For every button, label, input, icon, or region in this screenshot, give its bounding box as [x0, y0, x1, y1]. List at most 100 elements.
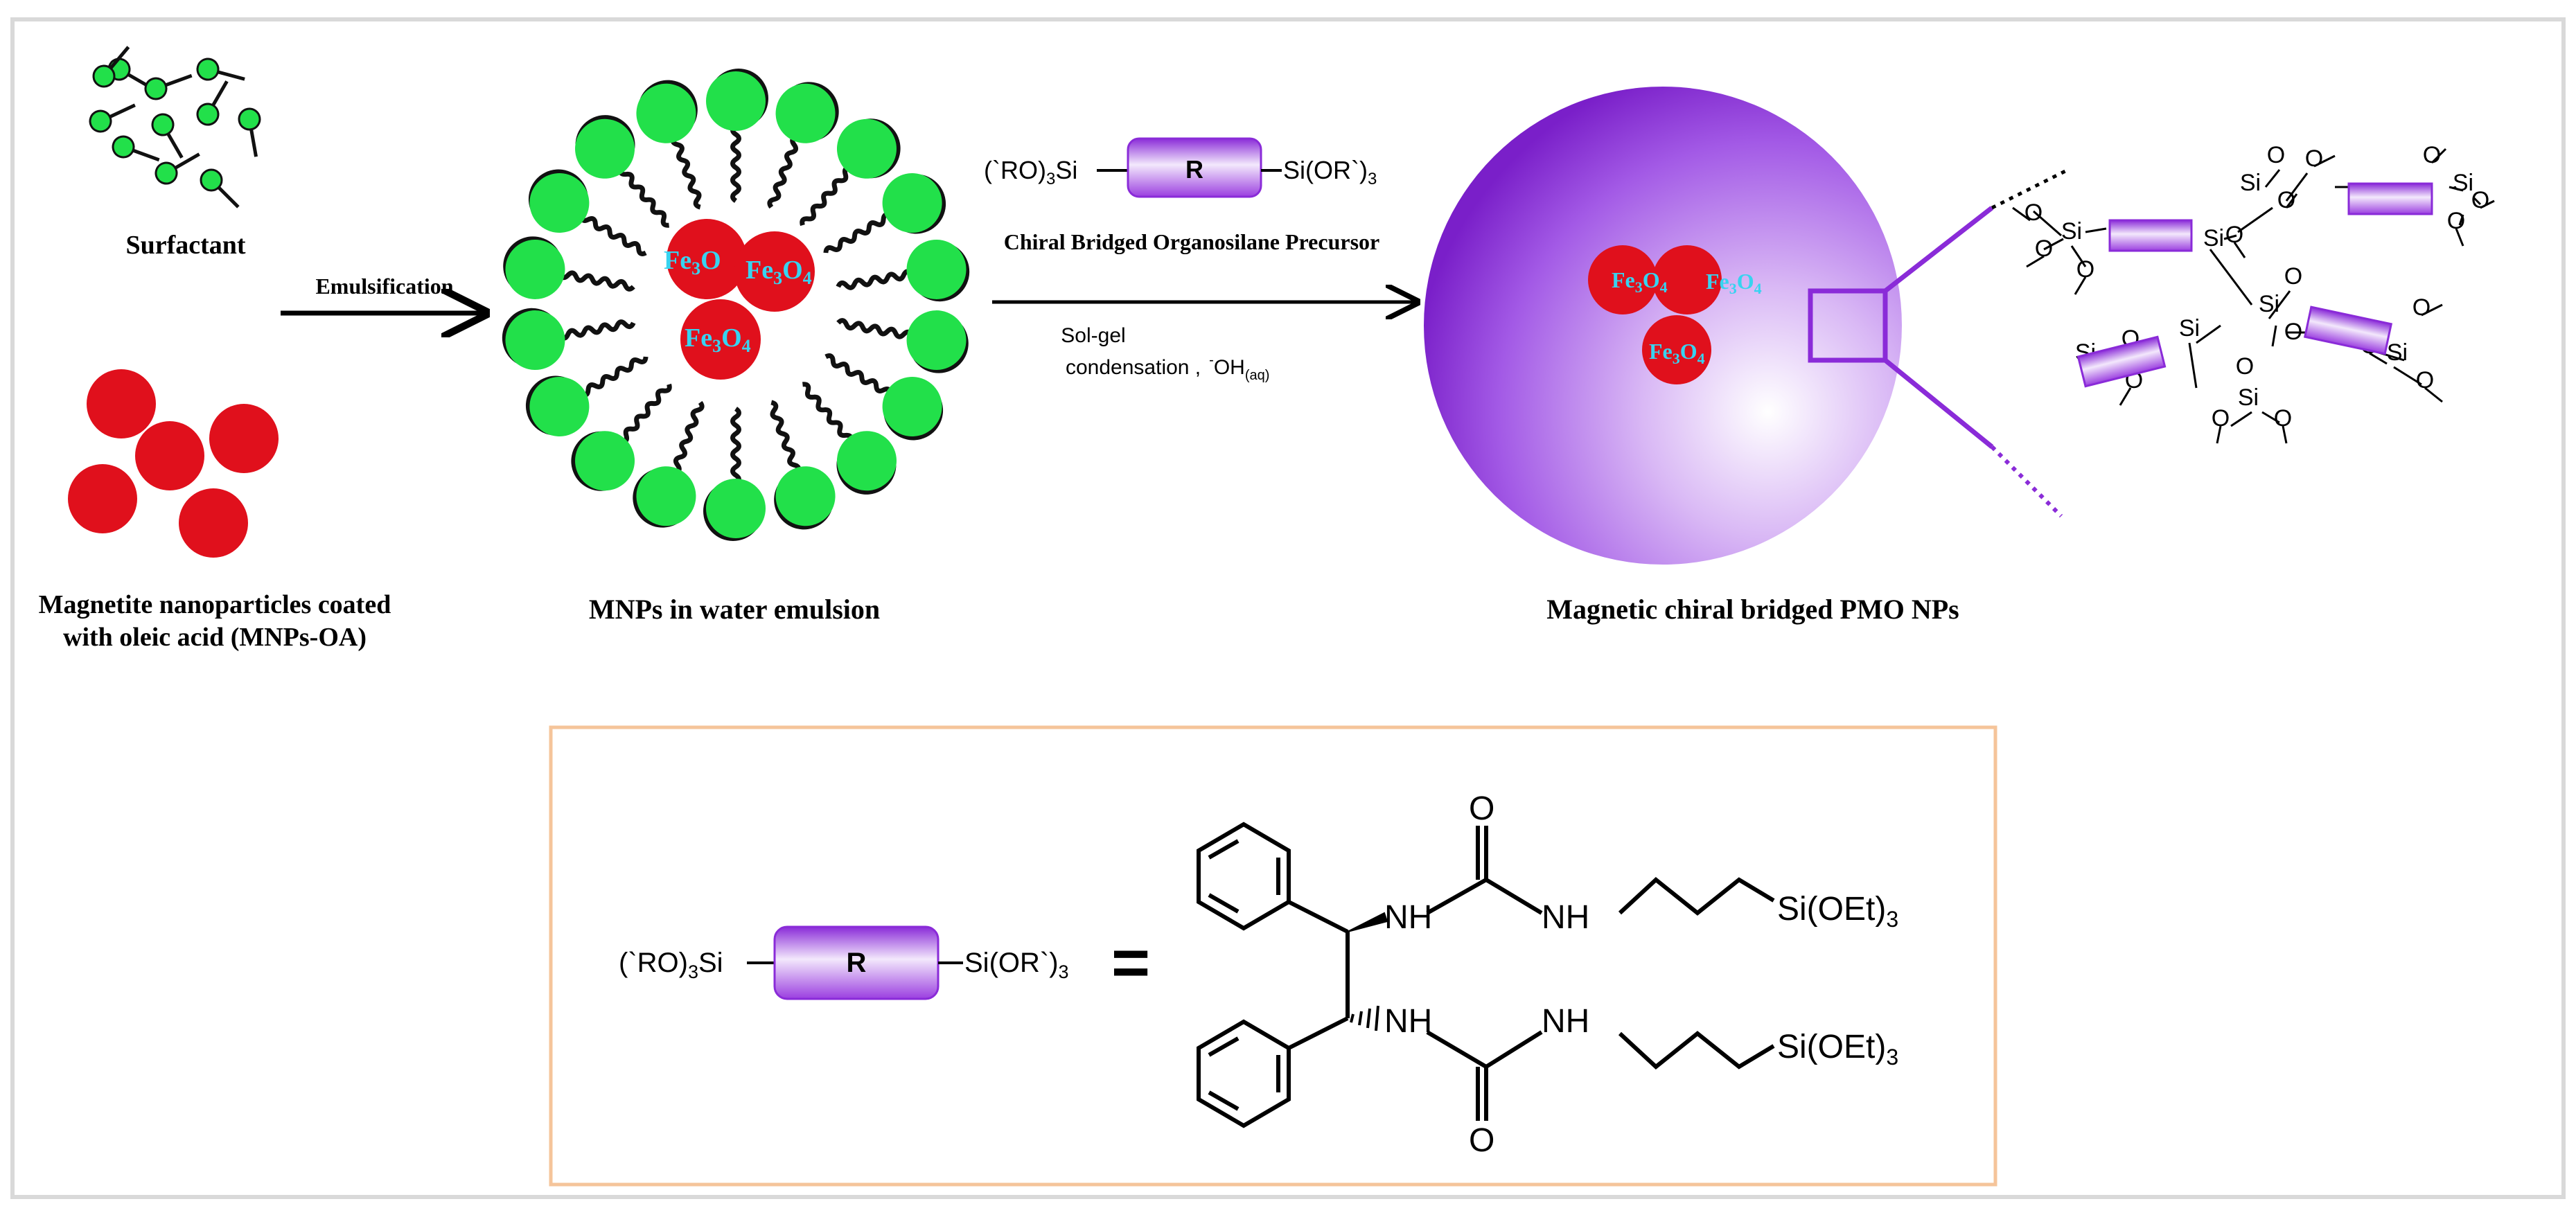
network-bond	[2449, 186, 2464, 192]
network-bond	[2264, 169, 2281, 188]
nh-label: NH	[1384, 899, 1432, 936]
micelle-head	[706, 71, 766, 131]
methoxy-bond	[2026, 255, 2045, 268]
precursor-formula: (`RO)3Si R Si(OR`)3	[984, 137, 1377, 198]
micelle-surfactant	[811, 173, 946, 281]
micelle-surfactant	[633, 391, 728, 528]
precursor-r-box	[1127, 137, 1262, 198]
network-bond	[2043, 238, 2064, 251]
micelle-head	[882, 173, 942, 233]
fe3o4-label: Fe3O	[664, 246, 721, 278]
silica-network: SiSiSiSiSiSiSiSiSiSiOOOOOOOOOOOOOOOOOOOO	[1990, 142, 2495, 518]
organic-bridge	[2076, 335, 2167, 388]
si-atom: Si	[2453, 170, 2473, 196]
micelle-surfactant	[741, 392, 836, 530]
surfactant-molecule	[92, 46, 130, 88]
methoxy-bond	[2233, 242, 2246, 258]
oleic-tail	[672, 136, 703, 209]
micelle-surfactant	[779, 118, 901, 246]
micelle-head	[575, 431, 635, 491]
oleic-tail	[579, 213, 647, 256]
carbonyl-o-label: O	[1469, 1122, 1494, 1159]
network-bond	[2261, 411, 2280, 424]
micelle-core: Fe3O Fe3O4 Fe3O4	[664, 219, 815, 380]
oleic-tail	[800, 166, 853, 227]
micelle-head	[636, 466, 696, 526]
surfactant-head	[238, 107, 261, 131]
methoxy-bond	[2119, 387, 2132, 406]
methoxy-bond	[2480, 199, 2495, 209]
surfactant-head	[200, 168, 223, 192]
dotted-bond	[1990, 445, 2063, 518]
dotted-bond	[1991, 168, 2070, 210]
outer-frame	[10, 17, 2566, 1199]
ring-double-bond	[1208, 893, 1240, 914]
fe3o4-particle	[1652, 245, 1722, 314]
micelle-surfactant	[528, 169, 662, 278]
micelle-surfactant	[743, 82, 839, 218]
micelle-surfactant	[571, 364, 692, 491]
fe3o4-particle	[1642, 315, 1711, 384]
network-bond	[2196, 324, 2221, 344]
nh-label: NH	[1542, 899, 1589, 936]
bond	[1485, 878, 1543, 915]
oxygen-atom: O	[2267, 142, 2285, 168]
micelle-head	[706, 479, 766, 538]
network-bond	[2033, 210, 2062, 237]
micelle-head	[505, 239, 565, 299]
oxygen-atom: O	[2412, 294, 2431, 321]
propyl-chain	[1618, 1031, 1775, 1070]
surfactant-head	[89, 109, 112, 133]
oleic-tail	[619, 382, 671, 444]
si-atom: Si	[2259, 291, 2279, 317]
phenyl-ring	[1197, 822, 1291, 931]
surfactant-molecule	[196, 57, 245, 81]
organic-bridge	[2108, 219, 2193, 252]
nh-label: NH	[1542, 1003, 1589, 1040]
micelle-surfactant	[703, 409, 766, 541]
methoxy-bond	[2455, 228, 2464, 247]
mnp-particle	[68, 464, 137, 533]
network-bond	[2237, 206, 2273, 233]
surfactant-molecule	[151, 113, 184, 159]
micelle	[502, 69, 970, 541]
si-atom: Si	[2238, 384, 2259, 411]
micelle-surfactant	[777, 365, 897, 495]
mnp-particle	[87, 369, 156, 438]
micelle-head	[529, 173, 590, 233]
fe3o4-label: Fe3O4	[1612, 267, 1668, 296]
network-bond	[2271, 325, 2277, 347]
mnps-oa-cluster	[68, 369, 279, 558]
zoom-box	[1808, 288, 1888, 363]
precursor-right: Si(OR`)3	[1283, 156, 1377, 188]
mnp-particle	[179, 488, 248, 558]
chiral-diamine-structure	[1197, 822, 1775, 1128]
oleic-tail	[800, 382, 853, 444]
micelle-surfactant	[525, 328, 660, 436]
methoxy-bond	[2424, 387, 2443, 403]
oleic-tail	[733, 409, 739, 484]
surfactant-molecule	[196, 80, 229, 126]
oleic-tail	[838, 320, 912, 339]
carbonyl-o-label: O	[1469, 790, 1494, 827]
si-oet-label: Si(OEt)3	[1777, 1029, 1898, 1070]
fe3o4-particle	[1588, 245, 1657, 314]
micelle-head	[636, 83, 696, 143]
surfactant-head	[144, 77, 168, 100]
ring-double-bond	[1208, 1036, 1240, 1057]
network-bond	[2268, 290, 2291, 319]
micelle-head	[836, 118, 897, 179]
ring-double-bond	[1208, 839, 1240, 860]
fe3o4-label: Fe3O4	[746, 256, 812, 288]
mnp-particle	[135, 421, 204, 490]
micelle-head	[906, 239, 967, 299]
si-atom: Si	[2387, 339, 2408, 366]
mnp-particle	[209, 404, 279, 473]
oxygen-atom: O	[2284, 263, 2302, 290]
oleic-tail	[579, 354, 647, 397]
oleic-tail	[768, 401, 800, 474]
oxygen-atom: O	[2423, 142, 2441, 168]
network-bond	[2393, 366, 2422, 386]
fe3o4-label: Fe3O4	[1706, 269, 1762, 297]
micelle-surfactant	[503, 236, 639, 299]
